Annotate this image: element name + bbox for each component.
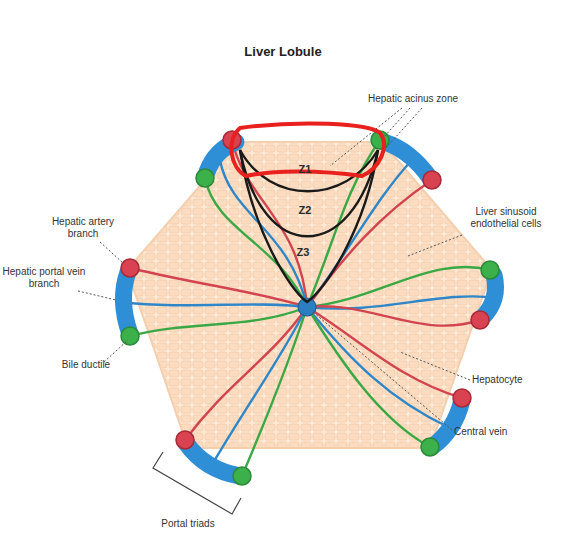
- bile-duct-line: [242, 307, 307, 476]
- bile-duct-circle: [121, 327, 139, 345]
- highlight-loop: [231, 123, 384, 176]
- portal-vein-blob: [123, 272, 130, 334]
- portal-vein-blob: [384, 142, 430, 178]
- artery-circle: [176, 431, 194, 449]
- diagram-title: Liver Lobule: [183, 44, 383, 59]
- lobule-hexagon: [127, 142, 492, 448]
- bile-duct-line: [130, 307, 307, 336]
- bile-duct-circle: [196, 169, 214, 187]
- artery-branch-line: [307, 180, 432, 307]
- callout-label: Hepatic portal vein branch: [0, 266, 88, 290]
- bile-duct-circle: [233, 467, 251, 485]
- leader-line: [384, 108, 422, 150]
- callout-label: Liver sinusoid endothelial cells: [458, 206, 554, 230]
- artery-branch-line: [307, 306, 480, 325]
- portal-vein-line: [210, 307, 307, 468]
- zone-label: Z3: [288, 246, 318, 258]
- bile-duct-circle: [481, 261, 499, 279]
- portal-triad-bracket: [153, 452, 241, 514]
- zone-boundary: [240, 150, 378, 191]
- portal-vein-line: [120, 302, 307, 307]
- callout-label: Hepatic acinus zone: [368, 93, 478, 105]
- callout-label: Central vein: [454, 426, 534, 438]
- callout-label: Hepatic artery branch: [44, 216, 122, 240]
- bile-duct-circle: [421, 438, 439, 456]
- artery-circle: [471, 311, 489, 329]
- artery-branch-line: [130, 268, 307, 307]
- portal-vein-blob: [186, 443, 240, 476]
- leader-line: [383, 108, 410, 138]
- artery-circle: [453, 389, 471, 407]
- leader-line: [78, 291, 116, 300]
- zone-label: Z1: [290, 163, 320, 175]
- callout-label: Hepatocyte: [472, 374, 552, 386]
- artery-branch-line: [307, 307, 462, 398]
- bile-duct-line: [307, 267, 490, 307]
- artery-circle: [121, 259, 139, 277]
- artery-branch-line: [185, 307, 307, 440]
- leader-line: [408, 235, 462, 256]
- artery-circle: [423, 171, 441, 189]
- leader-line: [313, 312, 452, 430]
- leader-line: [400, 352, 470, 380]
- leader-line: [104, 340, 128, 362]
- bile-duct-line: [307, 140, 380, 307]
- leader-line: [100, 242, 124, 264]
- callout-label: Bile ductile: [50, 359, 122, 371]
- leader-line: [330, 108, 402, 166]
- bile-duct-line: [307, 307, 430, 447]
- bracket-label: Portal triads: [158, 518, 218, 530]
- zone-label: Z2: [290, 204, 320, 216]
